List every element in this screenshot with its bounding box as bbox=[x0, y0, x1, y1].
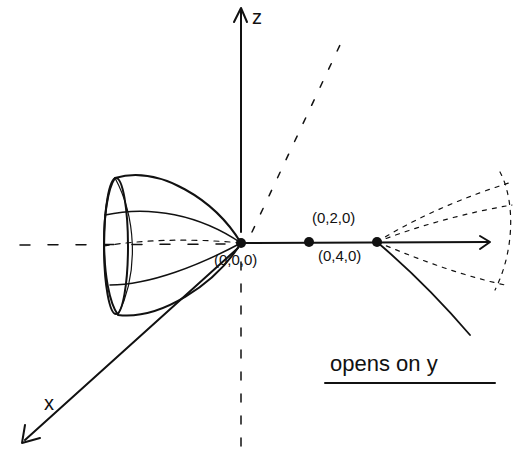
origin-dot bbox=[236, 238, 246, 248]
x-axis bbox=[25, 248, 238, 440]
point-label: (0,2,0) bbox=[312, 210, 355, 227]
point-label: (0,0,0) bbox=[214, 252, 257, 269]
axis-label: z bbox=[252, 6, 262, 28]
point-label: (0,4,0) bbox=[318, 248, 361, 265]
note: opens on y bbox=[330, 352, 438, 376]
z-arrowhead bbox=[234, 8, 247, 22]
paraboloid-surface bbox=[104, 175, 241, 315]
opening-surface bbox=[377, 172, 512, 335]
x-axis-negative bbox=[252, 45, 340, 232]
y-axis bbox=[241, 242, 488, 243]
y-axis-negative bbox=[20, 244, 225, 245]
z-axis-negative bbox=[240, 262, 242, 450]
axis-label: x bbox=[44, 392, 54, 414]
points bbox=[236, 237, 382, 248]
x-arrowhead bbox=[22, 425, 40, 443]
y-arrowhead bbox=[480, 236, 490, 249]
point-dot bbox=[372, 237, 382, 247]
z-axis bbox=[240, 10, 242, 232]
underline bbox=[325, 382, 495, 384]
point-dot bbox=[304, 237, 314, 247]
